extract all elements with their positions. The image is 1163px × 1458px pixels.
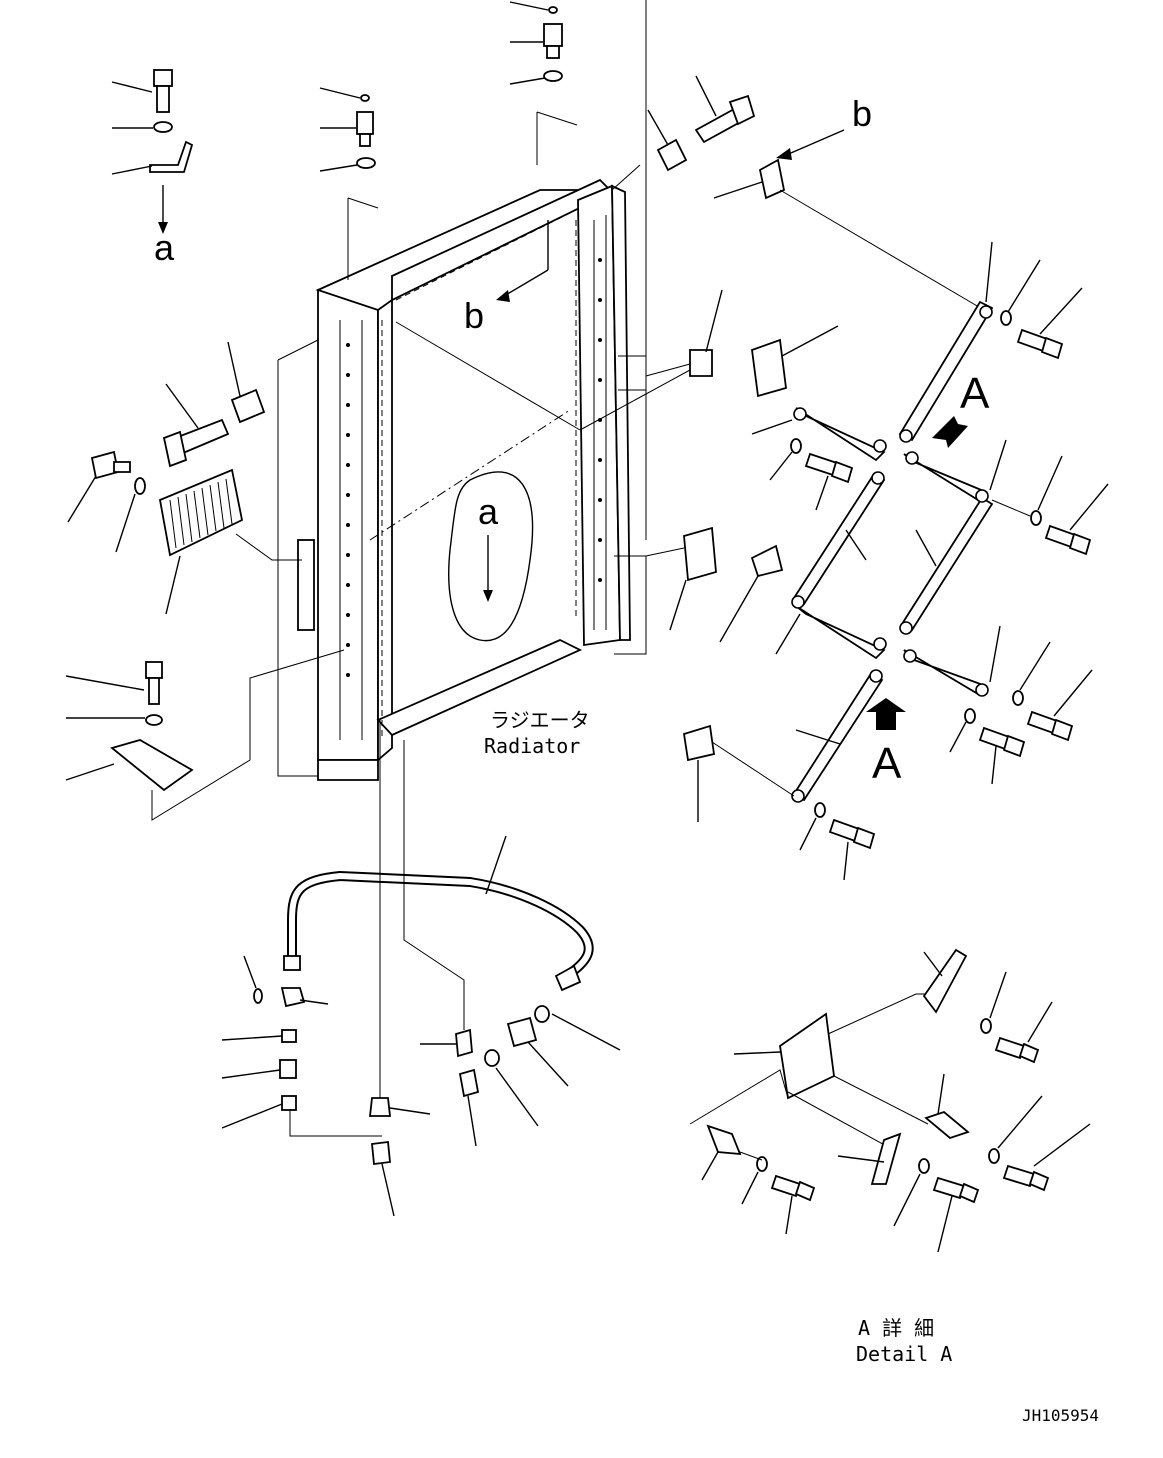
detail-a-assembly bbox=[689, 948, 1091, 1253]
left-side-parts bbox=[65, 339, 345, 821]
hose-assembly bbox=[221, 720, 621, 1217]
top-left-bracket-group bbox=[111, 69, 194, 234]
arrow-A-lower bbox=[866, 698, 906, 730]
right-linkage bbox=[395, 0, 1109, 881]
detail-label-en: Detail A bbox=[856, 1342, 953, 1366]
drawing-number: JH105954 bbox=[1022, 1406, 1100, 1425]
view-a-outline bbox=[448, 471, 534, 642]
top-right-fittings bbox=[509, 1, 578, 165]
radiator-label-en: Radiator bbox=[484, 734, 581, 758]
view-marker-a-top: a bbox=[154, 227, 175, 268]
top-collar-bolt bbox=[611, 75, 756, 191]
view-marker-b-mid: b bbox=[464, 295, 485, 336]
radiator-label-jp: ラジエータ bbox=[490, 708, 590, 732]
view-marker-a-center: a bbox=[478, 491, 499, 532]
view-marker-b-top: b bbox=[852, 93, 873, 134]
radiator-frame bbox=[297, 178, 631, 781]
detail-label-jp: A 詳 細 bbox=[858, 1316, 935, 1340]
top-center-fittings bbox=[319, 87, 379, 280]
view-marker-A-upper: A bbox=[960, 369, 990, 418]
view-marker-A-lower: A bbox=[872, 739, 902, 788]
arrow-A-upper bbox=[932, 416, 968, 448]
